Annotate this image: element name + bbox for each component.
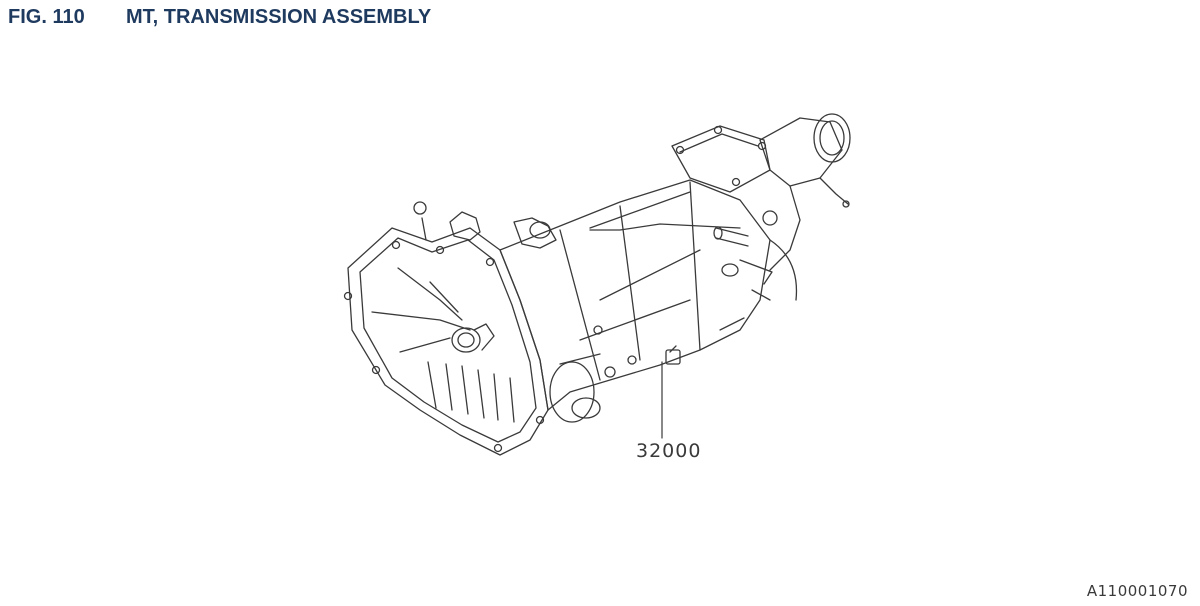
shift-cover [671, 125, 771, 193]
drawing-code: A110001070 [1086, 582, 1188, 600]
figure-number: FIG. 110 [8, 6, 85, 28]
extension-housing [759, 117, 843, 187]
dipstick [421, 217, 427, 241]
transmission-case [499, 179, 771, 411]
bell-housing-flange [347, 227, 549, 456]
callout-part-number: 32000 [636, 440, 702, 462]
figure-header: FIG. 110 MT, TRANSMISSION ASSEMBLY [8, 6, 431, 29]
figure-title: MT, TRANSMISSION ASSEMBLY [126, 6, 432, 28]
input-shaft [451, 327, 481, 353]
output-shaft [819, 177, 849, 205]
